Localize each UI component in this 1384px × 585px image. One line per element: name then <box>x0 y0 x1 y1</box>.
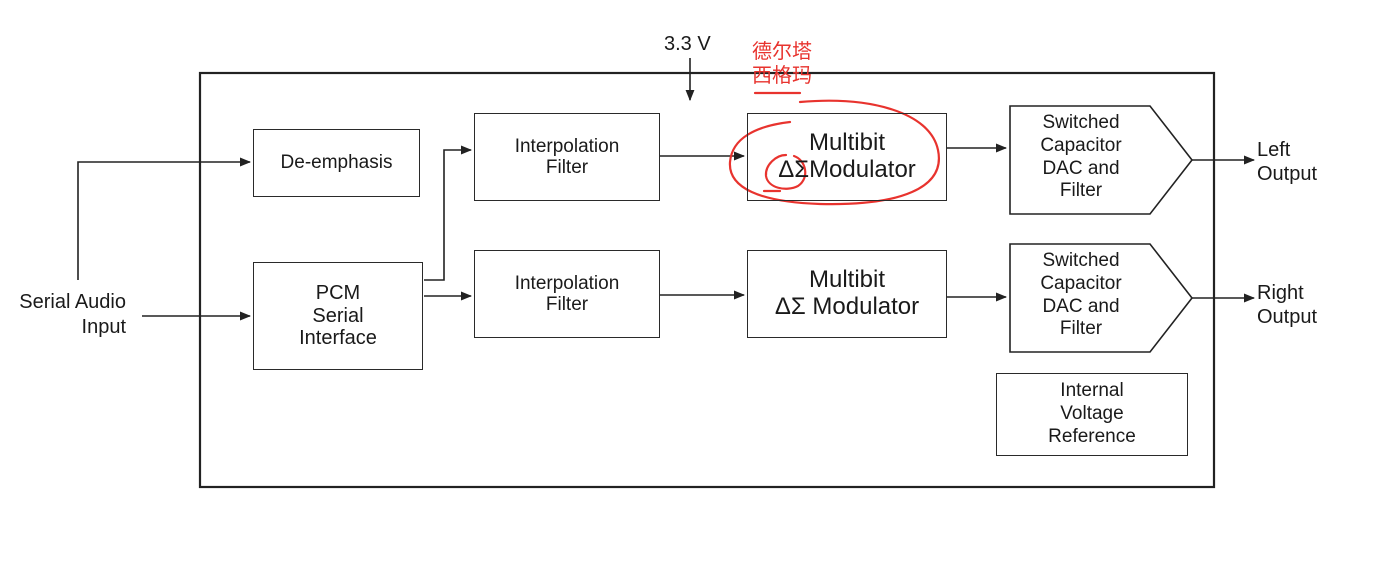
annotation-line-2: 西格玛 <box>752 65 812 87</box>
dac-shape-top <box>1009 105 1194 215</box>
deemphasis-block: De-emphasis <box>253 129 420 197</box>
right-output-label: Right Output <box>1257 282 1318 328</box>
supply-voltage-label: 3.3 V <box>664 33 711 55</box>
pcm-serial-interface-block: PCM Serial Interface <box>253 262 423 370</box>
dac-shape-bottom <box>1009 243 1194 353</box>
interpolation-filter-top-block: Interpolation Filter <box>474 113 660 201</box>
annotation-text: 德尔塔 西格玛 <box>752 40 812 88</box>
multibit-modulator-top-block: Multibit ΔΣModulator <box>747 113 947 201</box>
annotation-line-1: 德尔塔 <box>752 41 812 63</box>
left-output-label: Left Output <box>1257 139 1318 185</box>
wire-pcm-interp-top <box>424 145 473 281</box>
interpolation-filter-bottom-block: Interpolation Filter <box>474 250 660 338</box>
multibit-modulator-bottom-block: Multibit ΔΣ Modulator <box>747 250 947 338</box>
dac-filter-bottom-label: Switched Capacitor DAC and Filter <box>1040 250 1122 340</box>
delta-sigma-symbol: ΔΣ <box>778 156 810 183</box>
dac-filter-top-label: Switched Capacitor DAC and Filter <box>1040 112 1122 202</box>
red-annotation-marks <box>728 91 940 206</box>
internal-voltage-reference-block: Internal Voltage Reference <box>996 373 1188 456</box>
delta-sigma-symbol: ΔΣ <box>774 293 806 320</box>
wire-input-deemphasis <box>77 157 252 280</box>
serial-audio-input-label: Serial Audio Input <box>19 291 126 338</box>
chip-frame <box>198 71 1216 489</box>
